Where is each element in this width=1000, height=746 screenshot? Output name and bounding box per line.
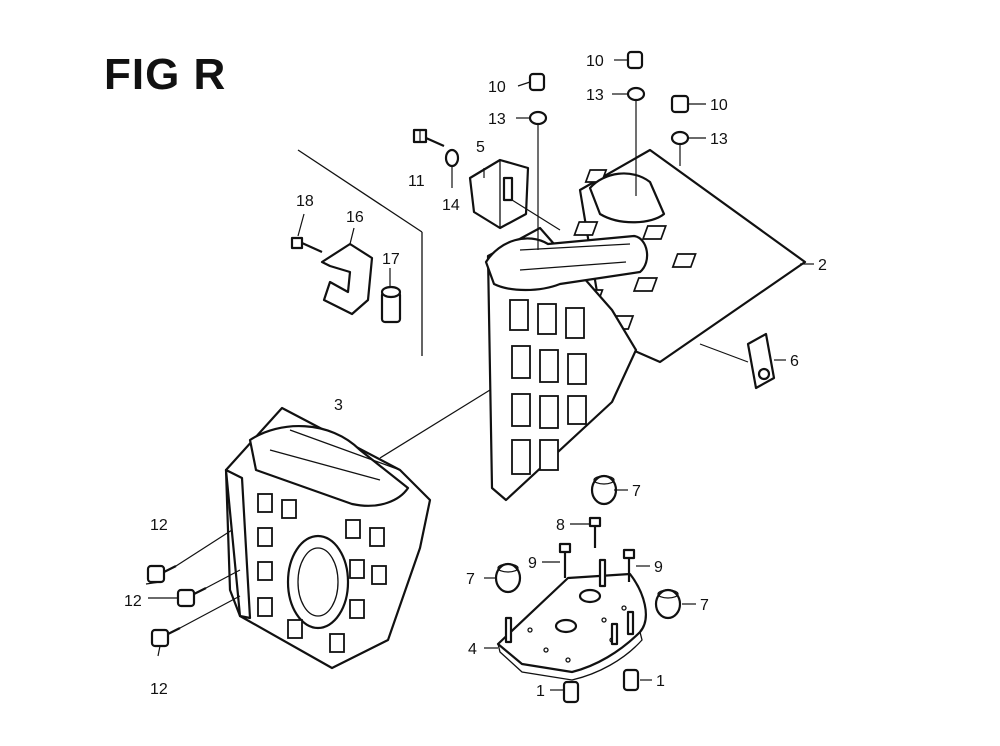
callout-18: 18 xyxy=(296,193,314,210)
leader-lines xyxy=(145,59,814,691)
callout-7-a: 7 xyxy=(632,483,641,500)
part-11-bolt xyxy=(412,128,445,148)
callout-17: 17 xyxy=(382,251,400,268)
callout-10-b: 10 xyxy=(586,53,604,70)
callout-9-b: 9 xyxy=(654,559,663,576)
part-12-bolt-c xyxy=(150,627,181,648)
callout-13-b: 13 xyxy=(586,87,604,104)
part-7-rubber-mount-a xyxy=(590,474,618,506)
part-4-base-plate xyxy=(496,558,647,681)
callout-10-a: 10 xyxy=(488,79,506,96)
vertical-plate-cells xyxy=(509,299,587,475)
part-1-spacer-a xyxy=(562,680,580,704)
part-13-washer-c xyxy=(670,130,690,146)
callout-12-b: 12 xyxy=(124,593,142,610)
part-2-upper-bracket xyxy=(484,148,807,502)
part-13-washer-b xyxy=(626,86,646,102)
callout-10-c: 10 xyxy=(710,97,728,114)
figure-title: FIG R xyxy=(104,50,227,99)
callout-labels: 10 13 10 13 10 13 5 11 14 18 16 17 2 6 3… xyxy=(124,53,827,700)
callout-11: 11 xyxy=(408,173,425,190)
part-5-clip-bracket xyxy=(468,158,530,230)
part-1-spacer-b xyxy=(622,668,640,692)
callout-1-a: 1 xyxy=(536,683,545,700)
callout-9-a: 9 xyxy=(528,555,537,572)
callout-12-c: 12 xyxy=(150,681,168,698)
callout-14: 14 xyxy=(442,197,460,214)
part-9-screw-b xyxy=(622,548,636,582)
inset-divider xyxy=(297,149,423,356)
callout-6: 6 xyxy=(790,353,799,370)
callout-7-c: 7 xyxy=(700,597,709,614)
part-13-washer-a xyxy=(528,110,548,126)
part-7-rubber-mount-b xyxy=(494,562,522,594)
part-10-nut-a xyxy=(528,72,546,92)
part-8-screw xyxy=(588,516,602,548)
part-12-bolt-b xyxy=(176,587,207,608)
mount-block-cells xyxy=(257,493,387,653)
callout-2: 2 xyxy=(818,257,827,274)
part-10-nut-c xyxy=(670,94,690,114)
callout-3: 3 xyxy=(334,397,343,414)
part-6-small-plate xyxy=(746,332,776,390)
part-17-collar xyxy=(380,285,402,324)
callout-4: 4 xyxy=(468,641,477,658)
callout-13-c: 13 xyxy=(710,131,728,148)
part-3-lower-mount xyxy=(224,406,432,670)
part-9-screw-a xyxy=(558,542,572,578)
callout-8: 8 xyxy=(556,517,565,534)
part-18-bolt xyxy=(290,236,323,254)
callout-1-b: 1 xyxy=(656,673,665,690)
callout-16: 16 xyxy=(346,209,364,226)
part-10-nut-b xyxy=(626,50,644,70)
part-16-bracket xyxy=(320,242,374,316)
callout-13-a: 13 xyxy=(488,111,506,128)
part-7-rubber-mount-c xyxy=(654,588,682,620)
callout-12-a: 12 xyxy=(150,517,168,534)
part-14-washer xyxy=(444,148,460,168)
callout-7-b: 7 xyxy=(466,571,475,588)
callout-5: 5 xyxy=(476,139,485,156)
part-12-bolt-a xyxy=(146,564,177,584)
